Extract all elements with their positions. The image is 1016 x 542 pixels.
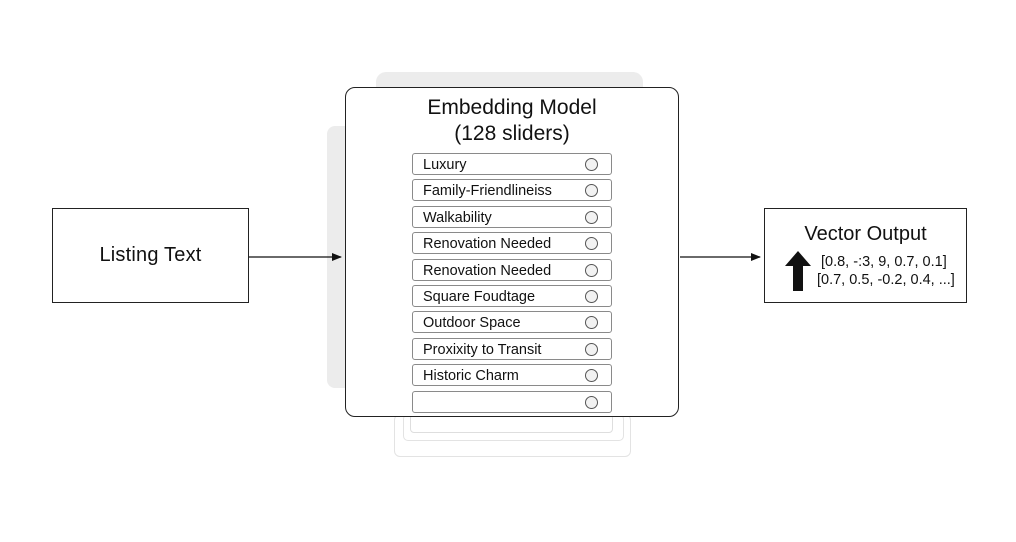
vector-output-title: Vector Output <box>804 223 927 245</box>
slider-knob-icon <box>585 316 598 329</box>
slider-knob-icon <box>585 369 598 382</box>
slider-label: Renovation Needed <box>423 236 552 252</box>
slider-row: Square Foudtage <box>412 285 612 307</box>
up-arrow-icon <box>785 251 811 291</box>
slider-row: Outdoor Space <box>412 311 612 333</box>
slider-label: Proxixity to Transit <box>423 342 542 358</box>
slider-label: Walkability <box>423 210 492 226</box>
slider-knob-icon <box>585 211 598 224</box>
slider-label: Outdoor Space <box>423 315 521 331</box>
vector-output-node: Vector Output [0.8, -:3, 9, 0.7, 0.1] [0… <box>764 208 967 303</box>
slider-row: Renovation Needed <box>412 232 612 254</box>
slider-row: Walkability <box>412 206 612 228</box>
slider-row: Historic Charm <box>412 364 612 386</box>
slider-knob-icon <box>585 184 598 197</box>
slider-knob-icon <box>585 290 598 303</box>
listing-text-node: Listing Text <box>52 208 249 303</box>
slider-label: Historic Charm <box>423 368 519 384</box>
slider-row <box>412 391 612 413</box>
slider-knob-icon <box>585 158 598 171</box>
slider-knob-icon <box>585 343 598 356</box>
embedding-model-title: Embedding Model (128 sliders) <box>346 95 678 147</box>
slider-row: Luxury <box>412 153 612 175</box>
slider-row: Renovation Needed <box>412 259 612 281</box>
slider-row: Family-Friendlineiss <box>412 179 612 201</box>
model-title-line2: (128 sliders) <box>454 122 570 145</box>
slider-knob-icon <box>585 264 598 277</box>
model-title-line1: Embedding Model <box>427 96 597 119</box>
vector-values-line1: [0.8, -:3, 9, 0.7, 0.1] <box>821 254 947 270</box>
slider-knob-icon <box>585 237 598 250</box>
listing-text-label: Listing Text <box>99 244 202 266</box>
slider-label: Family-Friendlineiss <box>423 183 552 199</box>
slider-label: Square Foudtage <box>423 289 536 305</box>
vector-values-line2: [0.7, 0.5, -0.2, 0.4, ...] <box>817 272 955 288</box>
slider-knob-icon <box>585 396 598 409</box>
slider-label: Renovation Needed <box>423 263 552 279</box>
slider-label: Luxury <box>423 157 467 173</box>
slider-row: Proxixity to Transit <box>412 338 612 360</box>
